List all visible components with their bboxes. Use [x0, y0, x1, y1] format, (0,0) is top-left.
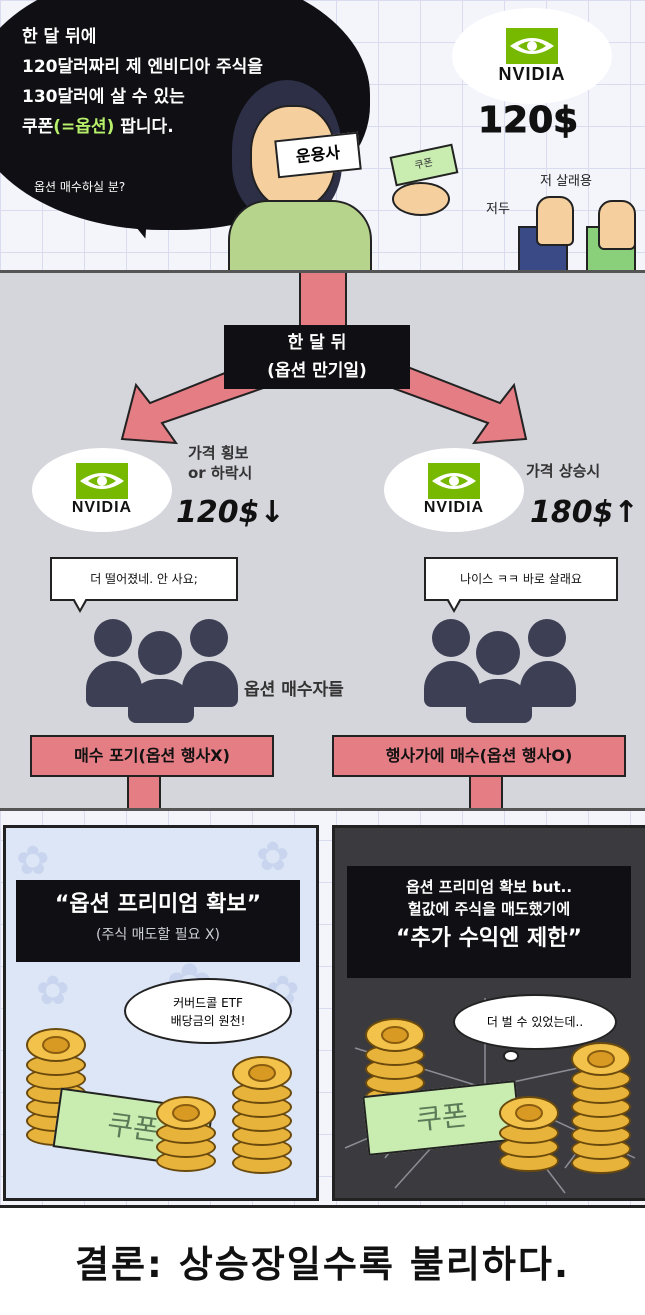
person-head	[528, 619, 566, 657]
coupon-bill-small: 쿠폰	[389, 143, 459, 187]
right-buyer-bubble-text: 나이스 ㅋㅋ 바로 살래요	[460, 572, 582, 586]
top-panel: 한 달 뒤에 120달러짜리 제 엔비디아 주식을 130달러에 살 수 있는 …	[0, 0, 645, 270]
person-body	[128, 679, 194, 723]
nvidia-wordmark-left: NVIDIA	[71, 499, 133, 516]
nvidia-eye-icon	[506, 27, 558, 64]
nvidia-wordmark-right: NVIDIA	[423, 499, 485, 516]
right-price: 180$↑	[530, 495, 639, 530]
limit-line2: 헐값에 주식을 매도했기에	[407, 900, 571, 918]
nvidia-eye-icon	[428, 463, 480, 499]
coin-top	[571, 1042, 631, 1076]
etf-bubble-line1: 커버드콜 ETF	[173, 996, 243, 1010]
premium-subtitle: (주식 매도할 필요 X)	[95, 927, 221, 943]
coin-top	[156, 1096, 216, 1130]
maturity-label-line2: (옵션 만기일)	[267, 361, 367, 381]
premium-box: “옵션 프리미엄 확보” (주식 매도할 필요 X)	[16, 880, 300, 962]
maturity-label-line1: 한 달 뒤	[287, 333, 347, 353]
decision-exercise: 행사가에 매수(옵션 행사O)	[332, 735, 626, 777]
buyer-hand-right	[598, 200, 636, 250]
blossom-icon: ✿	[16, 838, 50, 884]
person-body	[466, 679, 532, 723]
coin-top	[365, 1018, 425, 1052]
limit-box: 옵션 프리미엄 확보 but.. 헐값에 주식을 매도했기에 “추가 수익엔 제…	[347, 866, 631, 978]
manager-hand	[392, 182, 450, 216]
speech-line-4-c: 팝니다.	[114, 117, 174, 137]
person-head	[432, 619, 470, 657]
limit-line1: 옵션 프리미엄 확보 but..	[405, 878, 573, 896]
speech-line-4-highlight: (=옵션)	[53, 117, 115, 137]
speech-text: 한 달 뒤에 120달러짜리 제 엔비디아 주식을 130달러에 살 수 있는 …	[22, 22, 263, 142]
conclusion-panel: 결론: 상승장일수록 불리하다.	[0, 1205, 645, 1315]
speech-bubble-tail	[116, 197, 156, 243]
buyers-label: 옵션 매수자들	[244, 680, 344, 700]
decision-abandon: 매수 포기(옵션 행사X)	[30, 735, 274, 777]
left-buyer-bubble: 더 떨어졌네. 안 사요;	[50, 557, 238, 613]
coin-top	[499, 1096, 559, 1130]
conclusion-text: 결론: 상승장일수록 불리하다.	[74, 1243, 571, 1286]
thought-dot	[503, 1050, 519, 1062]
left-condition-line1: 가격 횡보	[188, 444, 249, 462]
buyers-group-right	[424, 613, 584, 723]
blossom-icon: ✿	[256, 834, 290, 880]
middle-panel: 한 달 뒤 (옵션 만기일) NVIDIA 가격 횡보 or 하락시 120$↓	[0, 270, 645, 811]
person-head	[94, 619, 132, 657]
result-panel-right: 옵션 프리미엄 확보 but.. 헐값에 주식을 매도했기에 “추가 수익엔 제…	[332, 825, 645, 1201]
speech-question: 옵션 매수하실 분?	[34, 180, 126, 194]
maturity-label: 한 달 뒤 (옵션 만기일)	[224, 325, 410, 389]
bubble-tail-inner	[448, 598, 460, 609]
right-condition: 가격 상승시	[526, 462, 601, 480]
coin-top	[232, 1056, 292, 1090]
buyers-group-left	[86, 613, 246, 723]
speech-line-4-a: 쿠폰	[22, 117, 54, 137]
left-condition-line2: or 하락시	[188, 464, 253, 482]
etf-bubble: 커버드콜 ETF 배당금의 원천!	[124, 978, 292, 1044]
coin-stack-right	[571, 1038, 631, 1178]
buyer-hand-left	[536, 196, 574, 246]
premium-title: “옵션 프리미엄 확보”	[54, 892, 262, 917]
person-head	[138, 631, 182, 675]
person-head	[476, 631, 520, 675]
speech-line-2: 120달러짜리 제 엔비디아 주식을	[22, 57, 263, 77]
murmur-me-too: 저두	[486, 202, 510, 217]
result-panel-left: ✿ ✿ ✿ ✿ ✿ “옵션 프리미엄 확보” (주식 매도할 필요 X) 커버드…	[3, 825, 319, 1201]
manager-body	[228, 200, 372, 270]
nvidia-logo-left: NVIDIA	[32, 448, 172, 532]
top-price: 120$	[477, 100, 579, 142]
murmur-buy: 저 살래용	[540, 174, 592, 189]
nvidia-eye-icon	[76, 463, 128, 499]
nvidia-logo-right: NVIDIA	[384, 448, 524, 532]
blossom-icon: ✿	[36, 968, 70, 1014]
left-buyer-bubble-text: 더 떨어졌네. 안 사요;	[90, 572, 198, 586]
bubble-tail-inner	[74, 598, 86, 609]
speech-line-3: 130달러에 살 수 있는	[22, 87, 185, 107]
speech-line-1: 한 달 뒤에	[22, 27, 97, 47]
coin-stack-right	[232, 1048, 292, 1178]
coin-stack-middle	[499, 1094, 559, 1174]
manager-tag: 운용사	[274, 131, 362, 179]
regret-bubble: 더 벌 수 있었는데..	[453, 994, 617, 1050]
coin-stack-middle	[156, 1094, 216, 1174]
person-head	[190, 619, 228, 657]
nvidia-wordmark-top: NVIDIA	[498, 63, 566, 84]
left-price: 120$↓	[176, 495, 285, 530]
right-buyer-bubble: 나이스 ㅋㅋ 바로 살래요	[424, 557, 618, 613]
limit-title: “추가 수익엔 제한”	[396, 926, 582, 951]
nvidia-logo-top: NVIDIA	[452, 8, 612, 104]
left-condition: 가격 횡보 or 하락시	[188, 443, 252, 483]
speech-line-4: 쿠폰(=옵션) 팝니다.	[22, 112, 263, 142]
etf-bubble-line2: 배당금의 원천!	[170, 1014, 246, 1028]
coin-top	[26, 1028, 86, 1062]
